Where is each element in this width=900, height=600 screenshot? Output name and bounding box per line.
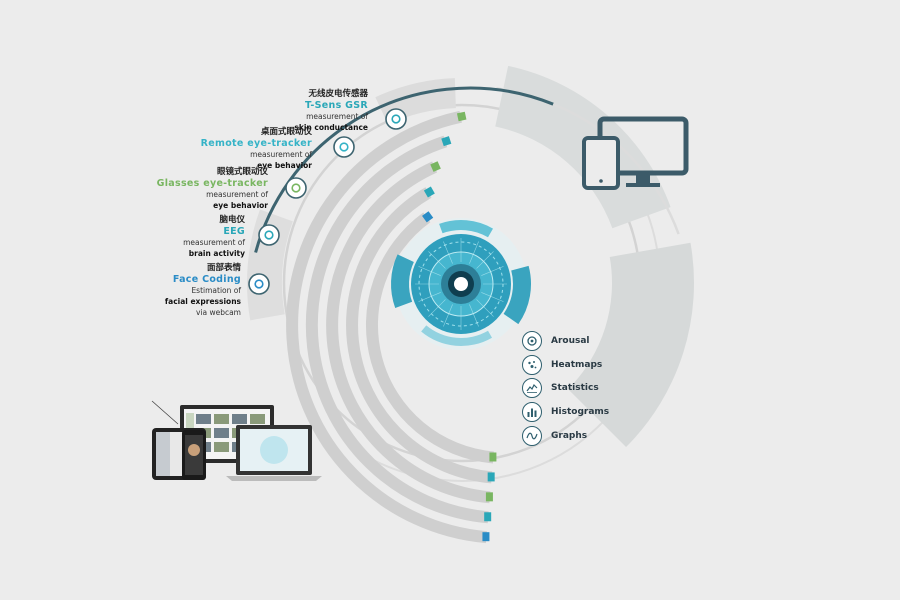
monitor-stand	[636, 174, 650, 184]
heatmap-icon	[522, 355, 542, 375]
hub-spoke	[443, 304, 453, 327]
face-icon	[254, 279, 264, 289]
central-hub	[391, 218, 531, 350]
output-arousal: Arousal	[522, 331, 590, 351]
hub-spoke	[443, 241, 453, 264]
hub-spoke	[428, 299, 446, 317]
monitor-mockup-graphic	[260, 436, 288, 464]
graph-icon	[522, 426, 542, 446]
sensor-node	[385, 108, 407, 130]
sensor-node	[333, 136, 355, 158]
hub-spoke	[418, 266, 441, 276]
output-heatmaps: Heatmaps	[522, 355, 602, 375]
sensor-label-eeg: 脑电仪 EEG measurement of brain activity	[183, 215, 245, 258]
stream-arc	[346, 187, 493, 484]
devices	[151, 116, 689, 481]
laptop-thumbnail	[214, 442, 229, 452]
hand-icon	[391, 114, 401, 124]
hub-band-bottom	[421, 325, 492, 346]
stream-arc	[286, 110, 487, 544]
stream-arc-end	[482, 532, 490, 542]
stream-arc-cap	[423, 186, 435, 198]
eye-icon	[291, 183, 301, 193]
hub-spoke	[481, 266, 504, 276]
output-statistics: Statistics	[522, 378, 599, 398]
sensor-label-remote-eye-tracker: 桌面式眼动仪 Remote eye-tracker measurement of…	[200, 127, 312, 170]
stream-arc-end	[485, 492, 493, 502]
segment-right	[568, 242, 694, 448]
hub-spoke	[476, 299, 494, 317]
pointer-line	[151, 400, 179, 425]
stream-arc	[305, 135, 489, 524]
output-histograms: Histograms	[522, 402, 609, 422]
hub-spoke	[481, 292, 504, 302]
tablet-icon	[582, 136, 620, 190]
stream-arc-end	[484, 512, 492, 522]
laptop-thumbnail	[214, 414, 229, 424]
statistics-icon	[522, 378, 542, 398]
sensor-label-glasses-eye-tracker: 眼镜式眼动仪 Glasses eye-tracker measurement o…	[156, 167, 268, 210]
histogram-icon	[522, 402, 542, 422]
laptop-thumbnail	[214, 428, 229, 438]
sensor-node	[258, 224, 280, 246]
stream-arc	[365, 212, 494, 464]
hub-band-top	[439, 219, 493, 238]
sensor-node	[248, 273, 270, 295]
laptop-base	[226, 476, 322, 481]
sensor-track	[248, 86, 680, 295]
stream-arc-cap	[422, 211, 434, 223]
laptop-thumbnail	[196, 414, 211, 424]
hub-spoke	[428, 251, 446, 269]
stream-arc	[326, 161, 491, 504]
laptop-thumbnail	[250, 414, 265, 424]
track-line-upper	[345, 86, 554, 128]
laptop-thumbnail	[232, 414, 247, 424]
sensor-node	[285, 177, 307, 199]
hub-band-left	[391, 254, 414, 308]
hub-spoke	[418, 292, 441, 302]
output-graphs: Graphs	[522, 426, 587, 446]
sensor-label-face-coding: 面部表情 Face Coding Estimation of facial ex…	[164, 263, 241, 317]
stream-arc-end	[487, 472, 495, 482]
head-icon	[264, 230, 274, 240]
hub-spoke	[476, 251, 494, 269]
stream-arc-cap	[441, 136, 452, 147]
tablet-button	[599, 179, 603, 183]
monitor-base	[626, 183, 660, 187]
tablet-mockup-sidebar	[156, 432, 170, 476]
track-line-faint	[552, 103, 680, 235]
hub-spoke	[469, 304, 479, 327]
stream-arc-cap	[430, 161, 441, 172]
arousal-icon	[522, 331, 542, 351]
eye-icon	[339, 142, 349, 152]
hub-spoke	[469, 241, 479, 264]
stream-arc-cap	[456, 111, 467, 122]
hub-center	[454, 277, 468, 291]
sensor-label-gsr: 无线皮电传感器 T-Sens GSR measurement of skin c…	[294, 89, 368, 132]
stream-arc-end	[489, 452, 497, 462]
phone-mockup-face	[188, 444, 200, 456]
hub-band-right	[503, 265, 531, 325]
stream-arcs	[286, 110, 497, 544]
